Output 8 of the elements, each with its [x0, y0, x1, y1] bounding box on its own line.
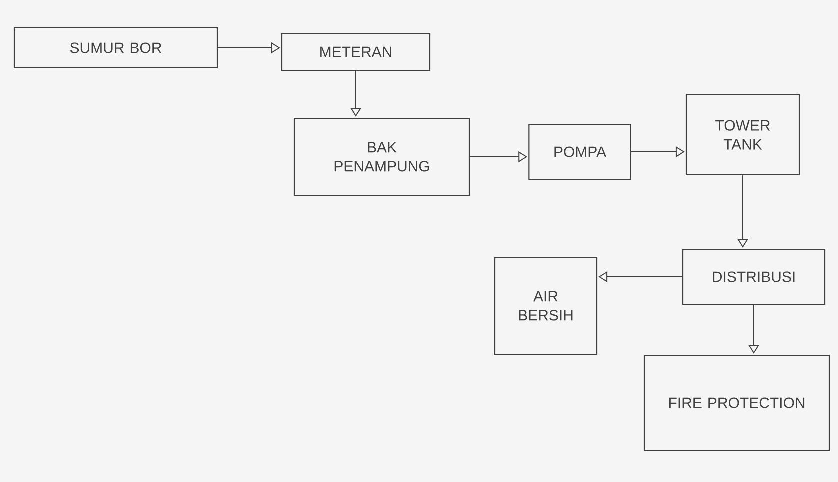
process-box: SUMUR BOR — [14, 27, 218, 69]
process-box: BAK PENAMPUNG — [294, 118, 470, 196]
process-box: DISTRIBUSI — [682, 248, 826, 306]
process-box: TOWER TANK — [686, 94, 800, 176]
process-box: METERAN — [281, 32, 431, 72]
process-box: FIRE PROTECTION — [644, 354, 830, 452]
process-box: AIR BERSIH — [494, 256, 598, 356]
process-box: POMPA — [528, 124, 632, 180]
